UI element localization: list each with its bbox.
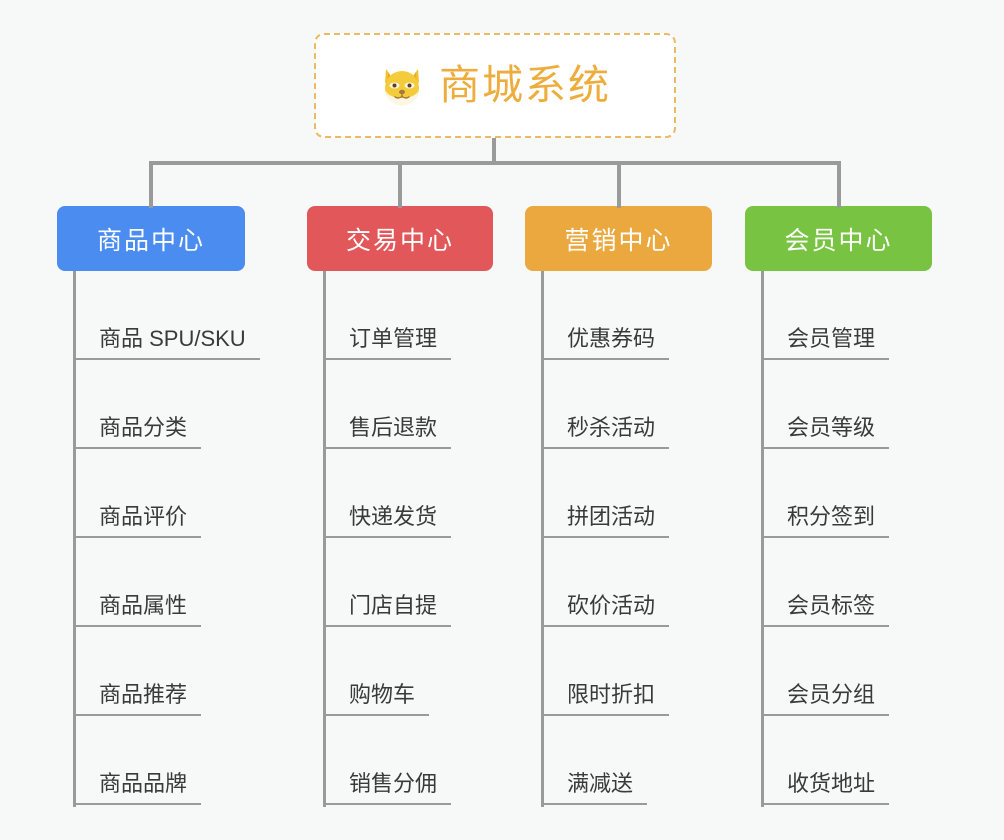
leaf-item[interactable]: 商品评价 xyxy=(73,449,202,538)
category-connector-2 xyxy=(398,161,402,208)
leaf-item-label: 快递发货 xyxy=(323,504,452,538)
category-header-1[interactable]: 商品中心 xyxy=(57,206,245,271)
leaf-item-label: 会员等级 xyxy=(761,415,890,449)
leaf-item[interactable]: 会员管理 xyxy=(761,271,890,360)
category-header-2[interactable]: 交易中心 xyxy=(307,206,493,271)
category-header-4[interactable]: 会员中心 xyxy=(745,206,932,271)
leaf-item[interactable]: 门店自提 xyxy=(323,538,452,627)
leaf-item[interactable]: 会员分组 xyxy=(761,627,890,716)
leaf-item-label: 商品属性 xyxy=(73,593,202,627)
category-connector-4 xyxy=(836,161,841,208)
leaf-spine-3 xyxy=(541,271,544,807)
leaf-item[interactable]: 限时折扣 xyxy=(541,627,670,716)
leaf-spine-4 xyxy=(761,271,764,807)
leaf-item-label: 商品分类 xyxy=(73,415,202,449)
leaf-item-label: 购物车 xyxy=(323,682,430,716)
leaf-item[interactable]: 商品分类 xyxy=(73,360,202,449)
leaf-list-3: 优惠券码秒杀活动拼团活动砍价活动限时折扣满减送 xyxy=(525,271,712,811)
leaf-item-label: 门店自提 xyxy=(323,593,452,627)
root-connector-stem xyxy=(492,138,496,163)
leaf-item[interactable]: 拼团活动 xyxy=(541,449,670,538)
leaf-item-label: 会员标签 xyxy=(761,593,890,627)
root-node[interactable]: 商城系统 xyxy=(314,33,676,138)
leaf-item[interactable]: 砍价活动 xyxy=(541,538,670,627)
root-connector-bar xyxy=(149,161,840,165)
leaf-item-label: 会员管理 xyxy=(761,326,890,360)
leaf-item[interactable]: 优惠券码 xyxy=(541,271,670,360)
leaf-item-label: 收货地址 xyxy=(761,771,890,805)
category-column-3: 营销中心优惠券码秒杀活动拼团活动砍价活动限时折扣满减送 xyxy=(525,206,712,811)
category-column-2: 交易中心订单管理售后退款快递发货门店自提购物车销售分佣 xyxy=(307,206,493,811)
leaf-item[interactable]: 销售分佣 xyxy=(323,716,452,805)
leaf-item[interactable]: 商品 SPU/SKU xyxy=(73,271,260,360)
leaf-item-label: 限时折扣 xyxy=(541,682,670,716)
leaf-list-2: 订单管理售后退款快递发货门店自提购物车销售分佣 xyxy=(307,271,493,811)
leaf-item-label: 积分签到 xyxy=(761,504,890,538)
leaf-spine-1 xyxy=(73,271,76,807)
leaf-item-label: 满减送 xyxy=(541,771,648,805)
category-header-3[interactable]: 营销中心 xyxy=(525,206,712,271)
leaf-item[interactable]: 会员等级 xyxy=(761,360,890,449)
shiba-dog-face-icon xyxy=(379,63,425,109)
category-column-1: 商品中心商品 SPU/SKU 商品分类商品评价商品属性商品推荐商品品牌 xyxy=(57,206,260,811)
leaf-spine-2 xyxy=(323,271,326,807)
leaf-item-label: 商品品牌 xyxy=(73,771,202,805)
category-column-4: 会员中心会员管理会员等级积分签到会员标签会员分组收货地址 xyxy=(745,206,932,811)
leaf-item[interactable]: 售后退款 xyxy=(323,360,452,449)
leaf-item-label: 商品评价 xyxy=(73,504,202,538)
leaf-item-label: 订单管理 xyxy=(323,326,452,360)
leaf-item[interactable]: 购物车 xyxy=(323,627,430,716)
leaf-item-label: 会员分组 xyxy=(761,682,890,716)
leaf-item[interactable]: 订单管理 xyxy=(323,271,452,360)
leaf-list-1: 商品 SPU/SKU 商品分类商品评价商品属性商品推荐商品品牌 xyxy=(57,271,260,811)
leaf-list-4: 会员管理会员等级积分签到会员标签会员分组收货地址 xyxy=(745,271,932,811)
leaf-item[interactable]: 商品品牌 xyxy=(73,716,202,805)
leaf-item[interactable]: 满减送 xyxy=(541,716,648,805)
leaf-item[interactable]: 快递发货 xyxy=(323,449,452,538)
root-title: 商城系统 xyxy=(439,62,611,108)
leaf-item-label: 商品推荐 xyxy=(73,682,202,716)
category-connector-3 xyxy=(616,161,621,208)
leaf-item-label: 拼团活动 xyxy=(541,504,670,538)
leaf-item-label: 商品 SPU/SKU xyxy=(73,326,260,360)
leaf-item-label: 售后退款 xyxy=(323,415,452,449)
leaf-item[interactable]: 商品推荐 xyxy=(73,627,202,716)
leaf-item[interactable]: 收货地址 xyxy=(761,716,890,805)
leaf-item[interactable]: 秒杀活动 xyxy=(541,360,670,449)
leaf-item[interactable]: 会员标签 xyxy=(761,538,890,627)
leaf-item[interactable]: 商品属性 xyxy=(73,538,202,627)
leaf-item-label: 销售分佣 xyxy=(323,771,452,805)
category-connector-1 xyxy=(149,161,153,208)
leaf-item-label: 优惠券码 xyxy=(541,326,670,360)
leaf-item[interactable]: 积分签到 xyxy=(761,449,890,538)
leaf-item-label: 秒杀活动 xyxy=(541,415,670,449)
leaf-item-label: 砍价活动 xyxy=(541,593,670,627)
